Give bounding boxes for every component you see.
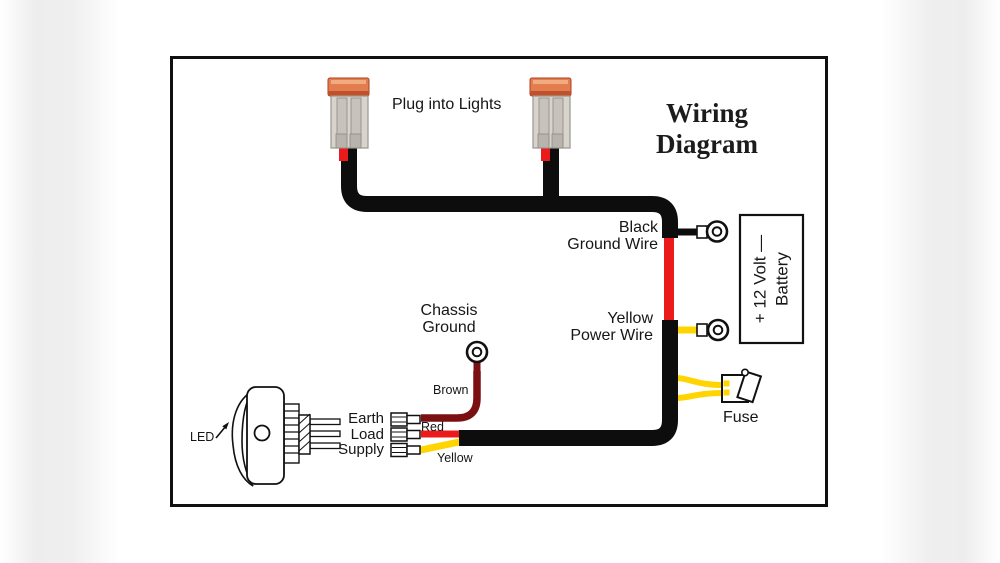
- battery-voltage-line: + 12 Volt —: [750, 234, 770, 324]
- terminal-label-earth: Earth: [348, 410, 384, 427]
- wire-label-yellow: Yellow: [437, 451, 473, 465]
- diagram-title-line1: Wiring: [665, 98, 748, 128]
- battery-label: + 12 Volt — Battery: [750, 219, 794, 340]
- battery-box: [738, 213, 805, 345]
- plug-left-red-stub: [339, 144, 348, 161]
- brown-earth-wire: [421, 371, 481, 422]
- diagram-border: [170, 56, 828, 507]
- light-connector-right: [529, 77, 572, 149]
- spade-terminal-supply: [390, 442, 421, 458]
- switch-thread-ribs: [283, 403, 300, 464]
- connector-latch-tab: [349, 133, 362, 149]
- led-label: LED: [190, 430, 215, 444]
- fuse-wire-tip: [723, 389, 730, 396]
- black-ground-line2: Ground Wire: [567, 235, 658, 253]
- yellow-power-line2: Power Wire: [570, 326, 653, 344]
- connector-cap-stripe: [328, 91, 369, 96]
- diagram-title-line2: Diagram: [656, 129, 758, 159]
- black-ground-wire-label: Black Ground Wire: [567, 219, 658, 253]
- plug-right-red-stub: [541, 144, 550, 161]
- main-harness-cable: [341, 142, 678, 446]
- terminal-label-load: Load: [350, 426, 384, 443]
- wire-label-brown: Brown: [433, 383, 469, 397]
- rocker-switch: [215, 386, 341, 487]
- yellow-supply-wire: [417, 437, 468, 454]
- connector-latch-tab: [551, 133, 564, 149]
- switch-mounting-nut: [298, 414, 311, 455]
- switch-pin: [309, 430, 341, 438]
- switch-nut-hatch: [298, 413, 311, 452]
- chassis-ground-label: Chassis Ground: [399, 302, 499, 336]
- black-ground-line1: Black: [618, 219, 658, 236]
- cable-bottom-run: [459, 320, 678, 446]
- yellow-power-line1: Yellow: [607, 310, 653, 327]
- led-pointer-arrowhead: [222, 422, 229, 430]
- fuse-wire-bottom: [669, 390, 725, 402]
- switch-rocker-lever: [231, 390, 254, 487]
- switch-pin: [309, 418, 341, 426]
- light-connector-left: [327, 77, 370, 149]
- fuse-holder: [721, 368, 763, 404]
- wire-label-red: Red: [421, 420, 444, 434]
- chassis-line2: Ground: [422, 318, 476, 336]
- power-ring-terminal: [696, 318, 730, 342]
- switch-body: [246, 386, 285, 485]
- page-edge-shading-right: [880, 0, 1000, 563]
- spade-terminal-earth: [390, 412, 421, 427]
- yellow-power-wire-label: Yellow Power Wire: [570, 310, 653, 344]
- terminal-label-supply: Supply: [338, 441, 384, 458]
- fuse-label: Fuse: [723, 409, 759, 426]
- battery-name-line: Battery: [772, 252, 792, 306]
- fuse-lid: [736, 370, 763, 404]
- connector-cap-highlight: [331, 80, 366, 84]
- fuse-wire-tip: [723, 380, 730, 387]
- switch-rib-lines: [284, 410, 299, 454]
- chassis-ring-terminal: [465, 340, 489, 364]
- connector-latch-tab: [537, 133, 550, 149]
- led-indicator-circle: [253, 424, 271, 442]
- connector-cap-highlight: [533, 80, 568, 84]
- plug-into-lights-label: Plug into Lights: [392, 96, 502, 113]
- led-pointer-arrow: [215, 425, 227, 439]
- fuse-wire-top: [669, 374, 725, 388]
- cable-top-run: [341, 142, 678, 238]
- switch-pin: [309, 442, 341, 450]
- diagram-title: Wiring Diagram: [627, 98, 787, 160]
- page-edge-shading-left: [0, 0, 120, 563]
- ground-ring-terminal: [696, 220, 729, 243]
- connector-cap-stripe: [530, 91, 571, 96]
- spade-terminal-load: [390, 427, 421, 442]
- chassis-line1: Chassis: [420, 302, 478, 319]
- connector-latch-tab: [335, 133, 348, 149]
- fuse-lid-hinge: [740, 368, 749, 377]
